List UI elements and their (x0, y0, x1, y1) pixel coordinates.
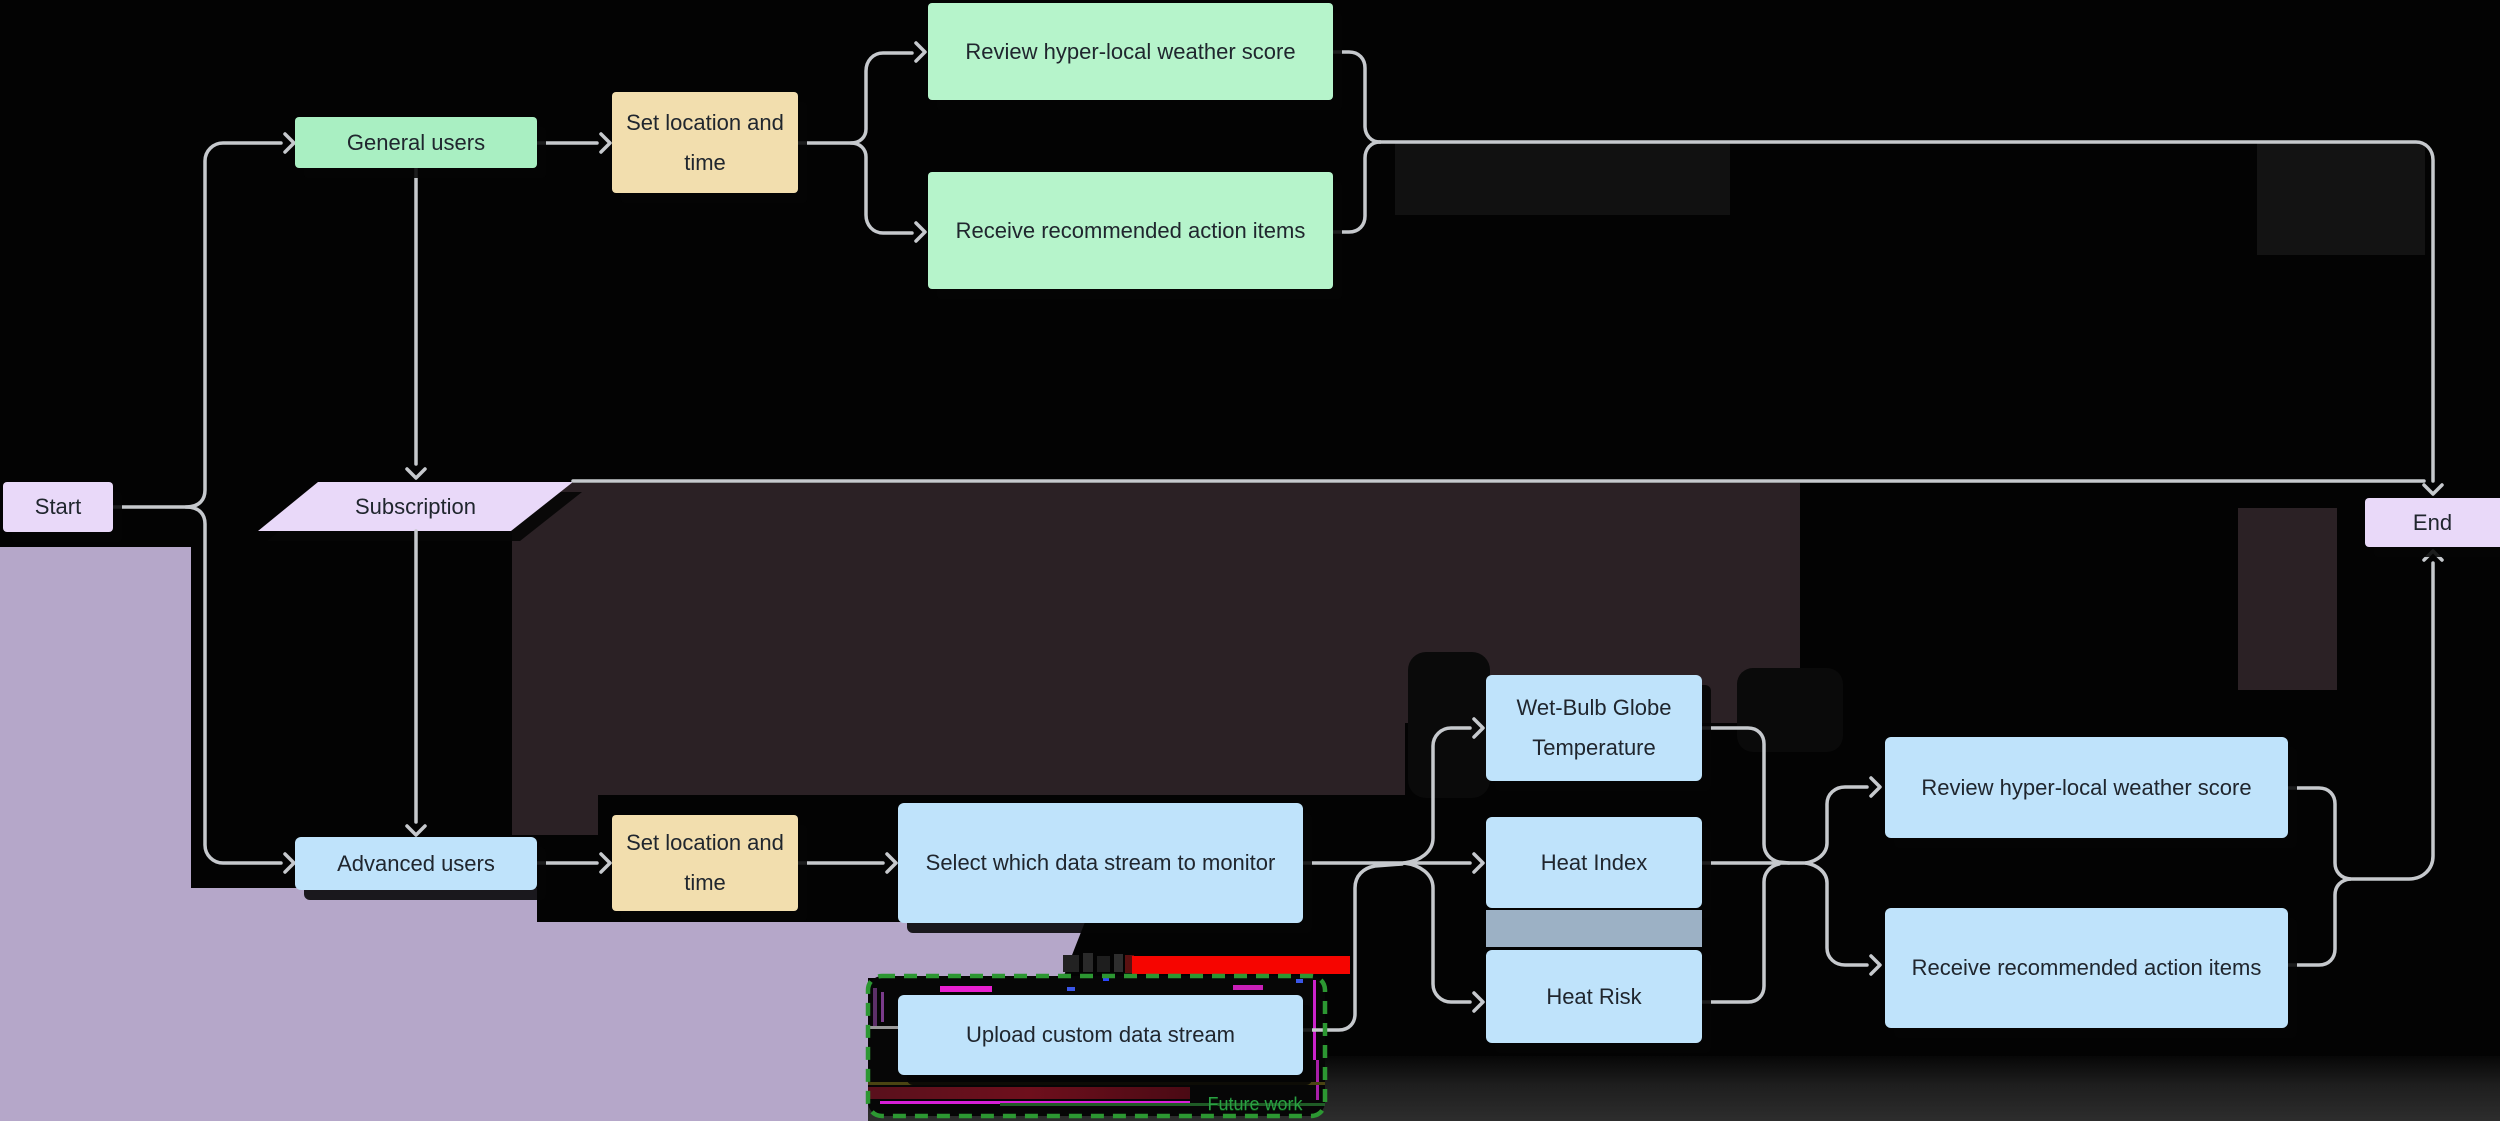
node-label: Receive recommended action items (1911, 955, 2262, 980)
edge-wbgt-merge (1700, 726, 1791, 865)
node-set-location-time-top: Set location and time (612, 92, 798, 193)
edge-start-advanced (184, 505, 283, 865)
node-advanced-users: Advanced users (295, 837, 537, 890)
node-label: Subscription (354, 493, 477, 519)
node-label: Start (34, 494, 82, 519)
node-label: Review hyper-local weather score (1921, 774, 2252, 800)
node-general-users: General users (295, 117, 537, 168)
edge-heatrisk-merge (1700, 862, 1781, 1004)
edge-receive-merge (1331, 140, 1382, 234)
node-upload-custom-data-stream: Upload custom data stream (898, 995, 1303, 1075)
future-work-dashed-border (865, 973, 1328, 1119)
node-select-data-stream: Select which data stream to monitor (898, 803, 1303, 923)
edge-fork-reviewb (1804, 785, 1869, 865)
node-label: Heat Risk (1546, 983, 1642, 1009)
glitch-red-bar (1132, 956, 1350, 974)
edge-review-merge (1331, 50, 1382, 144)
lavender-glitch-region (0, 547, 1085, 1121)
line-channel (2257, 143, 2425, 255)
node-receive-action-items-top: Receive recommended action items (928, 172, 1333, 289)
node-end: End (2365, 498, 2500, 547)
edge-topmerge-end (1378, 140, 2435, 483)
edge-lines (111, 50, 2435, 1032)
node-label: Receive recommended action items (955, 217, 1306, 243)
node-review-weather-score-bottom: Review hyper-local weather score (1885, 737, 2288, 838)
maroon-glitch-region-main (512, 483, 1800, 835)
maroon-glitch-region-right (2238, 508, 2337, 690)
node-label: End (2412, 509, 2453, 535)
future-work-label: Future work (1207, 1094, 1303, 1114)
node-label: Select which data stream to monitor (925, 850, 1276, 875)
gray-divider-bar (1486, 910, 1702, 947)
subscription-node-shape (258, 482, 573, 531)
edge-select-heatrisk (1402, 861, 1472, 1004)
node-label: General users (346, 129, 486, 155)
edge-tan1-receive (849, 141, 914, 235)
node-label: Upload custom data stream (965, 1022, 1236, 1047)
edge-fork-receiveb (1804, 861, 1869, 967)
line-channel (1408, 652, 1490, 798)
edge-reviewb-merge (2286, 786, 2352, 881)
edge-merge-end (2348, 561, 2435, 881)
node-heat-index: Heat Index (1486, 817, 1702, 908)
node-receive-action-items-bottom: Receive recommended action items (1885, 908, 2288, 1028)
node-start: Start (3, 482, 113, 532)
arrowheads (283, 41, 2444, 1013)
edge-upload-join (1301, 862, 1404, 1032)
node-heat-risk: Heat Risk (1486, 950, 1702, 1043)
glitch-marks (868, 978, 1325, 1106)
node-label: Review hyper-local weather score (965, 38, 1296, 64)
node-label: Wet-Bulb Globe Temperature (1516, 695, 1672, 760)
node-label: Set location and time (626, 830, 784, 895)
line-channel (1395, 143, 1730, 215)
glitch-scribble (1063, 953, 1134, 973)
edge-start-general (111, 141, 283, 509)
edge-tan1-review (796, 51, 914, 145)
node-set-location-time-bottom: Set location and time (612, 815, 798, 911)
node-label: Advanced users (337, 850, 495, 876)
edge-receiveb-merge (2286, 877, 2352, 967)
node-review-weather-score-top: Review hyper-local weather score (928, 3, 1333, 100)
edge-select-wbgt (1402, 726, 1472, 865)
node-label: Heat Index (1540, 849, 1648, 875)
node-label: Set location and time (626, 109, 784, 175)
line-channel (1737, 668, 1843, 752)
node-wet-bulb-globe-temperature: Wet-Bulb Globe Temperature (1486, 675, 1702, 781)
node-subscription: Subscription (258, 482, 573, 531)
